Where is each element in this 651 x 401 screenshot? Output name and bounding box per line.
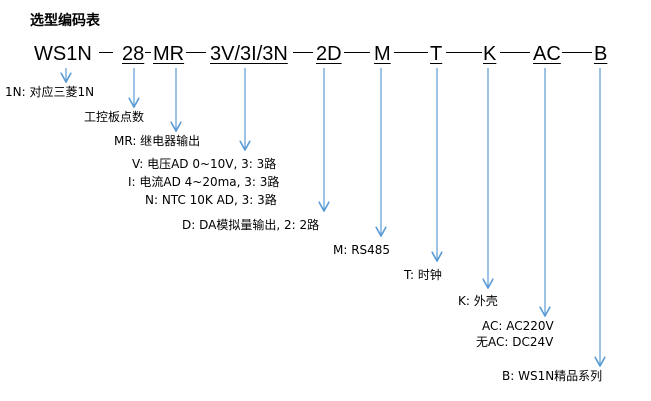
- separator: [500, 52, 530, 53]
- separator: [99, 52, 113, 53]
- desc-output: MR: 继电器输出: [114, 134, 201, 148]
- desc-power-dc: 无AC: DC24V: [476, 335, 554, 349]
- code-power: AC: [533, 43, 561, 65]
- separator: [446, 52, 482, 53]
- code-modbus: M: [374, 43, 391, 65]
- desc-input-n: N: NTC 10K AD, 3: 3路: [145, 193, 277, 207]
- code-shell: K: [483, 43, 497, 65]
- code-prefix: WS1N: [34, 43, 92, 65]
- code-series: B: [594, 43, 608, 65]
- desc-points: 工控板点数: [84, 110, 145, 124]
- code-input: 3V/3I/3N: [210, 43, 288, 65]
- separator: [186, 52, 206, 53]
- separator: [293, 52, 313, 53]
- desc-prefix: 1N: 对应三菱1N: [5, 85, 95, 99]
- code-output: MR: [153, 43, 185, 65]
- desc-input-v: V: 电压AD 0~10V, 3: 3路: [132, 157, 277, 171]
- desc-clock: T: 时钟: [404, 268, 442, 282]
- page-title: 选型编码表: [30, 13, 100, 29]
- separator: [394, 52, 428, 53]
- desc-modbus: M: RS485: [333, 243, 391, 257]
- code-points: 28: [122, 43, 145, 65]
- desc-shell: K: 外壳: [458, 294, 498, 308]
- desc-input-i: I: 电流AD 4~20ma, 3: 3路: [128, 175, 280, 189]
- separator: [562, 52, 592, 53]
- code-clock: T: [430, 43, 443, 65]
- desc-da: D: DA模拟量输出, 2: 2路: [182, 218, 320, 232]
- desc-power-ac: AC: AC220V: [482, 319, 554, 333]
- code-da: 2D: [316, 43, 342, 65]
- separator: [145, 52, 151, 53]
- separator: [344, 52, 370, 53]
- desc-series: B: WS1N精品系列: [502, 369, 603, 383]
